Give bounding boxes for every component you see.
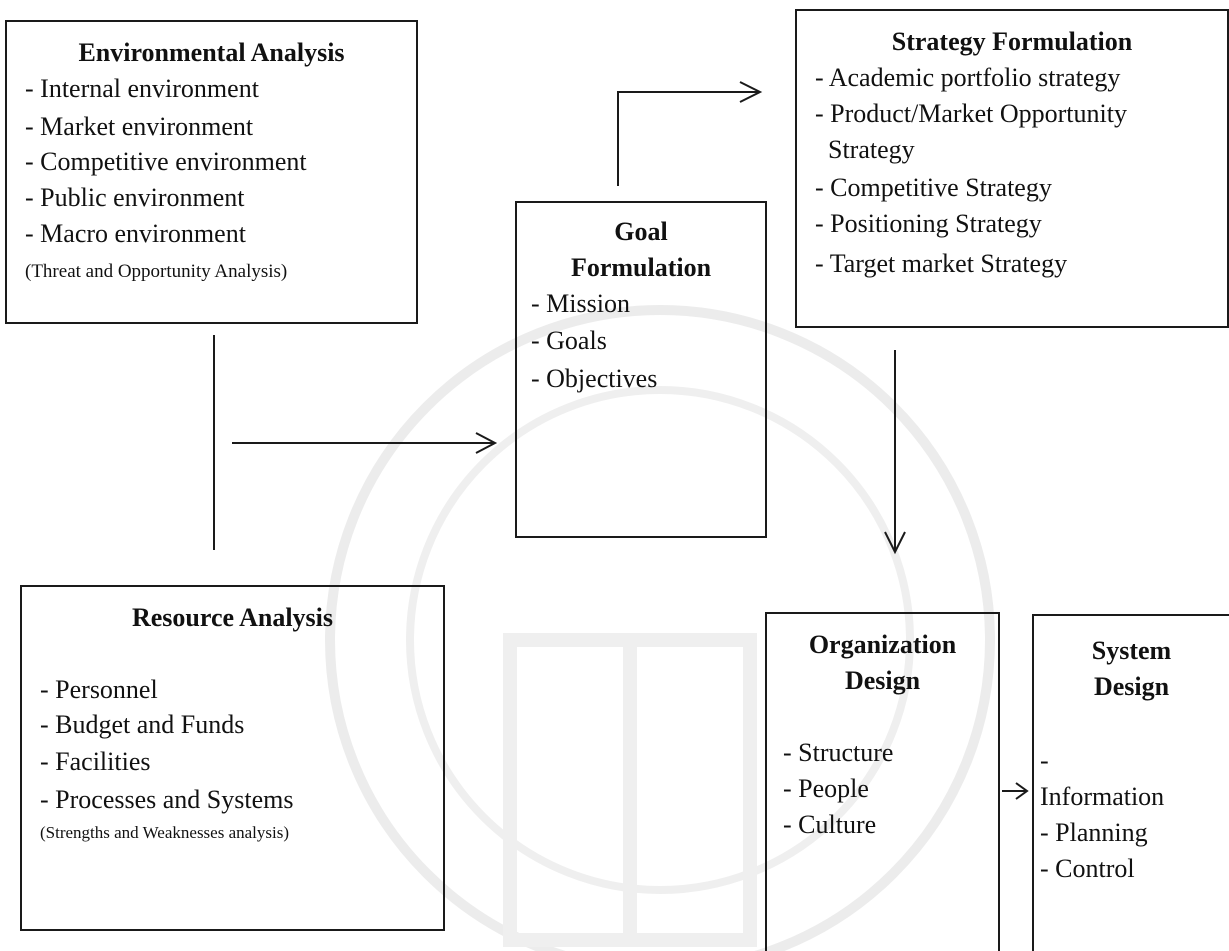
org-item: - Structure xyxy=(783,738,894,767)
env-item: - Competitive environment xyxy=(25,147,307,176)
resource-note: (Strengths and Weaknesses analysis) xyxy=(40,823,290,842)
system-design-box: System Design - Information - Planning -… xyxy=(1032,614,1229,951)
environmental-analysis-box: Environmental Analysis - Internal enviro… xyxy=(5,20,418,324)
goal-item: - Goals xyxy=(531,326,607,355)
org-title-line1: Organization xyxy=(808,630,957,659)
sys-item: - Planning xyxy=(1040,818,1148,847)
strategy-item: - Positioning Strategy xyxy=(815,209,1042,238)
resource-item: - Facilities xyxy=(40,747,151,776)
org-item: - Culture xyxy=(783,810,877,839)
sys-item: - Control xyxy=(1040,854,1135,883)
strategy-formulation-box: Strategy Formulation - Academic portfoli… xyxy=(795,9,1229,328)
sys-title-line1: System xyxy=(1091,636,1172,665)
env-item: - Public environment xyxy=(25,183,245,212)
resource-item: - Personnel xyxy=(40,675,158,704)
environmental-analysis-title: Environmental Analysis xyxy=(78,38,345,67)
env-note: (Threat and Opportunity Analysis) xyxy=(25,261,288,282)
arrow-to-goal xyxy=(232,432,498,454)
sys-item: Information xyxy=(1040,782,1165,811)
strategy-item: - Competitive Strategy xyxy=(815,173,1052,202)
strategy-item: - Academic portfolio strategy xyxy=(815,63,1121,92)
org-title-line2: Design xyxy=(844,666,921,695)
arrow-goal-to-strategy xyxy=(617,81,763,186)
organization-design-box: Organization Design - Structure - People… xyxy=(765,612,1000,951)
env-item: - Market environment xyxy=(25,112,254,141)
goal-item: - Objectives xyxy=(531,364,658,393)
sys-item: - xyxy=(1040,746,1049,775)
strategy-item: - Product/Market Opportunity xyxy=(815,99,1127,128)
env-item: - Internal environment xyxy=(25,74,259,103)
resource-analysis-title: Resource Analysis xyxy=(131,603,334,632)
goal-formulation-box: Goal Formulation - Mission - Goals - Obj… xyxy=(515,201,767,538)
resource-analysis-box: Resource Analysis - Personnel - Budget a… xyxy=(20,585,445,931)
env-item: - Macro environment xyxy=(25,219,246,248)
strategy-item: Strategy xyxy=(815,135,915,164)
resource-item: - Budget and Funds xyxy=(40,710,245,739)
org-item: - People xyxy=(783,774,869,803)
resource-item: - Processes and Systems xyxy=(40,785,294,814)
arrow-org-to-system xyxy=(1002,782,1029,800)
goal-title-line1: Goal xyxy=(614,217,668,246)
goal-item: - Mission xyxy=(531,289,630,318)
arrow-strategy-to-org xyxy=(884,350,906,555)
strategy-item: - Target market Strategy xyxy=(815,249,1068,278)
strategy-formulation-title: Strategy Formulation xyxy=(891,27,1133,56)
sys-title-line2: Design xyxy=(1093,672,1170,701)
goal-title-line2: Formulation xyxy=(570,253,712,282)
